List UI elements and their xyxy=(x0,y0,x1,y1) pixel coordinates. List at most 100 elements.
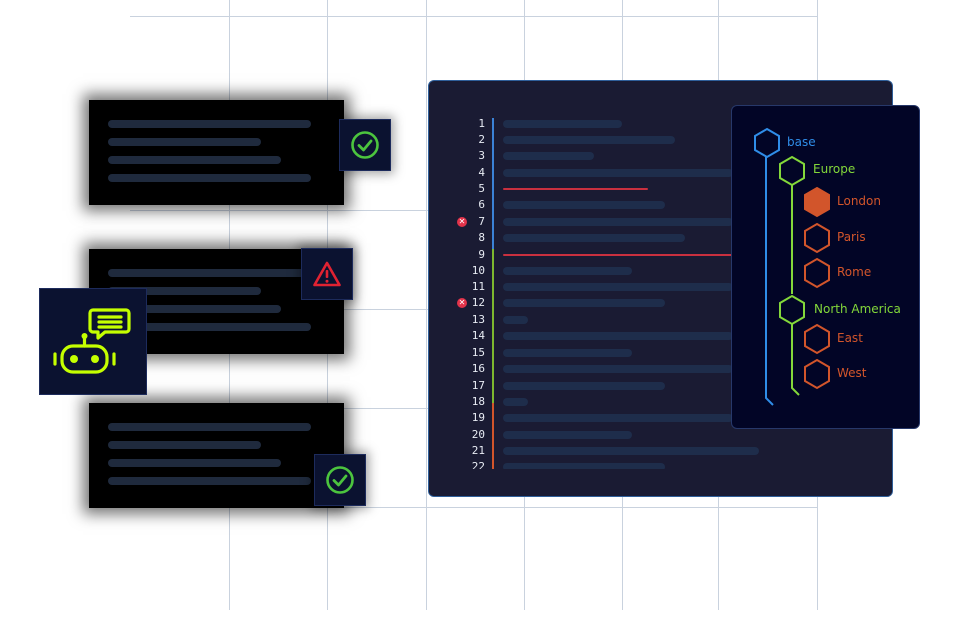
line-number: 7 xyxy=(478,215,485,228)
tree-node-west[interactable]: West xyxy=(837,366,867,380)
error-x-icon[interactable]: ✕ xyxy=(457,298,467,308)
text-placeholder xyxy=(108,138,261,146)
code-line[interactable]: 14 xyxy=(429,328,892,344)
line-number: 9 xyxy=(478,248,485,261)
code-placeholder xyxy=(503,283,733,291)
code-placeholder xyxy=(503,349,632,357)
grid-line xyxy=(426,0,427,610)
code-line[interactable]: 5 xyxy=(429,181,892,197)
gutter-marker-orange xyxy=(492,403,494,469)
line-number: 13 xyxy=(471,313,485,326)
text-placeholder xyxy=(108,305,281,313)
code-line[interactable]: 16 xyxy=(429,361,892,377)
removed-code-marker xyxy=(503,254,733,256)
code-line[interactable]: 1 xyxy=(429,116,892,132)
text-placeholder xyxy=(108,156,281,164)
line-number: 21 xyxy=(471,444,485,457)
text-placeholder xyxy=(108,459,281,467)
code-line[interactable]: 2 xyxy=(429,132,892,148)
line-number: 18 xyxy=(471,395,485,408)
grid-line xyxy=(130,210,430,211)
hexagon-icon[interactable] xyxy=(777,155,807,187)
branch-tree-panel: base Europe London Paris Rome North Amer… xyxy=(731,105,920,429)
code-line[interactable]: 11 xyxy=(429,279,892,295)
code-line[interactable]: 13 xyxy=(429,312,892,328)
code-line[interactable]: ✕7 xyxy=(429,214,892,230)
hexagon-icon[interactable] xyxy=(752,127,782,159)
code-line[interactable]: 3 xyxy=(429,148,892,164)
line-number: 8 xyxy=(478,231,485,244)
error-x-icon[interactable]: ✕ xyxy=(457,217,467,227)
line-number: 12 xyxy=(471,296,485,309)
hexagon-icon[interactable] xyxy=(777,294,807,326)
hexagon-icon[interactable] xyxy=(802,186,832,218)
gutter-marker-green xyxy=(492,249,494,403)
code-placeholder xyxy=(503,447,759,455)
tree-node-base[interactable]: base xyxy=(787,135,816,149)
robot-assistant-badge xyxy=(39,288,147,395)
tree-node-london[interactable]: London xyxy=(837,194,881,208)
code-placeholder xyxy=(503,136,675,144)
tree-node-east[interactable]: East xyxy=(837,331,863,345)
tree-node-rome[interactable]: Rome xyxy=(837,265,872,279)
code-line[interactable]: 15 xyxy=(429,345,892,361)
tree-node-paris[interactable]: Paris xyxy=(837,230,866,244)
code-placeholder xyxy=(503,332,733,340)
warning-badge xyxy=(301,248,353,300)
editor-fade xyxy=(429,468,892,496)
code-line[interactable]: 18 xyxy=(429,394,892,410)
line-number: 6 xyxy=(478,198,485,211)
text-placeholder xyxy=(108,269,311,277)
code-placeholder xyxy=(503,382,665,390)
line-number: 15 xyxy=(471,346,485,359)
grid-line xyxy=(130,507,818,508)
line-number: 19 xyxy=(471,411,485,424)
code-placeholder xyxy=(503,398,528,406)
tree-node-north-america[interactable]: North America xyxy=(814,302,901,316)
code-line[interactable]: 6 xyxy=(429,197,892,213)
code-line[interactable]: 10 xyxy=(429,263,892,279)
code-line[interactable]: 20 xyxy=(429,427,892,443)
text-placeholder xyxy=(108,423,311,431)
line-number: 16 xyxy=(471,362,485,375)
check-circle-icon xyxy=(351,131,379,159)
code-placeholder xyxy=(503,201,665,209)
code-placeholder xyxy=(503,414,733,422)
hexagon-icon[interactable] xyxy=(802,257,832,289)
text-placeholder xyxy=(108,174,311,182)
text-placeholder xyxy=(108,287,261,295)
hexagon-icon[interactable] xyxy=(802,323,832,355)
text-placeholder xyxy=(108,477,311,485)
code-line[interactable]: 4 xyxy=(429,165,892,181)
hexagon-icon[interactable] xyxy=(802,222,832,254)
line-number: 11 xyxy=(471,280,485,293)
code-placeholder xyxy=(503,299,665,307)
line-number: 10 xyxy=(471,264,485,277)
code-placeholder xyxy=(503,463,665,469)
line-number: 22 xyxy=(471,460,485,469)
code-placeholder xyxy=(503,152,594,160)
warning-triangle-icon xyxy=(313,261,341,287)
code-placeholder xyxy=(503,365,733,373)
line-number: 4 xyxy=(478,166,485,179)
text-placeholder xyxy=(108,441,261,449)
code-line[interactable]: 22 xyxy=(429,459,892,469)
code-line[interactable]: 21 xyxy=(429,443,892,459)
code-placeholder xyxy=(503,431,632,439)
code-line[interactable]: 17 xyxy=(429,378,892,394)
check-circle-icon xyxy=(326,466,354,494)
hexagon-icon[interactable] xyxy=(802,358,832,390)
code-line[interactable]: 19 xyxy=(429,410,892,426)
code-line[interactable]: 8 xyxy=(429,230,892,246)
line-number: 17 xyxy=(471,379,485,392)
code-line[interactable]: 9 xyxy=(429,247,892,263)
robot-chat-icon xyxy=(53,307,131,374)
tree-connectors xyxy=(765,156,800,406)
gutter-marker-blue xyxy=(492,118,494,249)
text-placeholder xyxy=(108,323,311,331)
code-placeholder xyxy=(503,267,632,275)
line-number: 2 xyxy=(478,133,485,146)
code-line[interactable]: ✕ 12 xyxy=(429,295,892,311)
tree-node-europe[interactable]: Europe xyxy=(813,162,856,176)
text-placeholder xyxy=(108,120,311,128)
